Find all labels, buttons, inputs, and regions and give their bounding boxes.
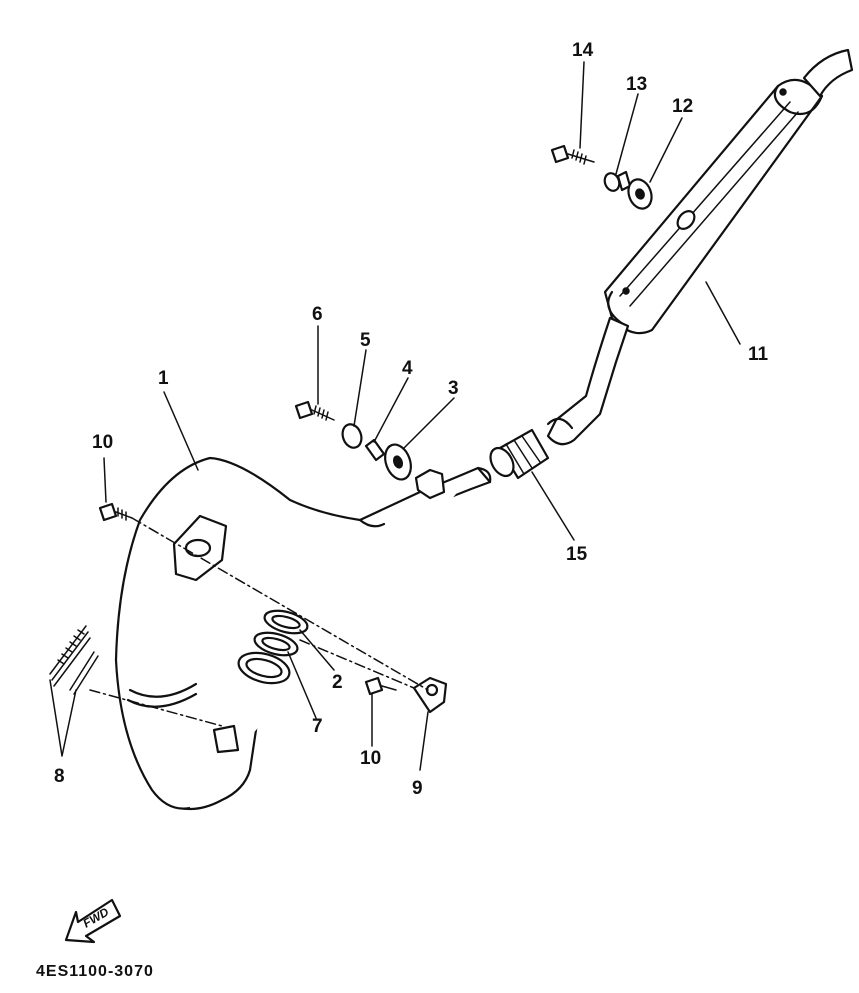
callout-1: 1 xyxy=(158,368,169,389)
bolt-10-upper xyxy=(98,502,133,522)
callout-6: 6 xyxy=(312,304,323,325)
callout-12: 12 xyxy=(672,96,693,117)
callout-10-lower: 10 xyxy=(360,748,381,769)
callout-7: 7 xyxy=(312,716,323,737)
mount-hardware-muffler xyxy=(550,144,653,210)
leader-lines xyxy=(49,61,741,771)
callout-14: 14 xyxy=(572,40,594,61)
fwd-arrow-icon: FWD xyxy=(64,898,122,944)
callout-2: 2 xyxy=(332,672,343,693)
callout-15: 15 xyxy=(566,544,588,565)
center-lines xyxy=(89,517,429,727)
callout-4: 4 xyxy=(402,358,413,379)
callout-11: 11 xyxy=(748,344,769,365)
callout-labels: 1 2 3 4 5 6 7 8 9 10 10 11 12 13 14 15 xyxy=(54,40,769,799)
gaskets xyxy=(253,609,309,657)
expansion-chamber xyxy=(114,456,492,811)
springs xyxy=(49,625,99,695)
muffler xyxy=(546,48,854,446)
callout-8: 8 xyxy=(54,766,65,787)
callout-13: 13 xyxy=(626,74,647,95)
drawing-code: 4ES1100-3070 xyxy=(36,963,154,980)
exhaust-joint xyxy=(489,428,550,480)
callout-3: 3 xyxy=(448,378,459,399)
mount-hardware-upper xyxy=(294,400,412,481)
bolt-10-lower xyxy=(364,676,397,696)
callout-10-upper: 10 xyxy=(92,432,113,453)
bracket-9 xyxy=(412,676,448,714)
callout-9: 9 xyxy=(412,778,423,799)
callout-5: 5 xyxy=(360,330,371,351)
